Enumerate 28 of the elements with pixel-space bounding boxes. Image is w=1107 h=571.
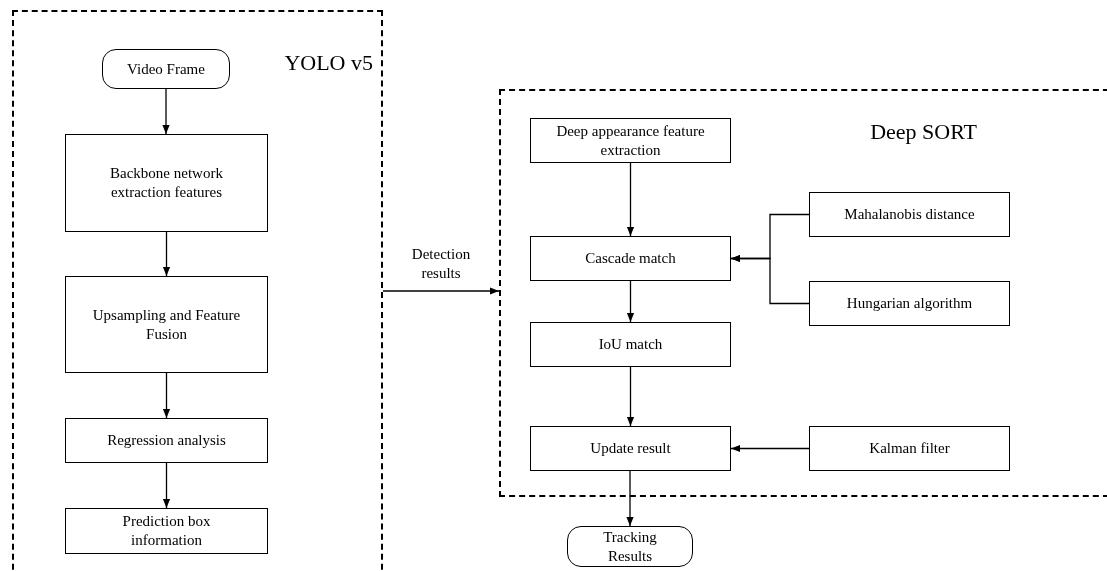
arrow <box>626 162 635 237</box>
process-box: Hungarian algorithm <box>809 281 1010 326</box>
process-box: Kalman filter <box>809 426 1010 471</box>
group-title: YOLO v5 <box>284 52 373 74</box>
group-title: Deep SORT <box>870 121 977 143</box>
arrow <box>730 254 810 305</box>
process-box: IoU match <box>530 322 731 367</box>
arrow <box>162 231 171 277</box>
terminal-box: Video Frame <box>102 49 230 89</box>
process-box: Backbone network extraction features <box>65 134 268 232</box>
process-box: Prediction box information <box>65 508 268 554</box>
process-box: Upsampling and Feature Fusion <box>65 276 268 373</box>
arrow <box>626 280 635 323</box>
arrow <box>162 462 171 509</box>
arrow <box>626 470 634 527</box>
process-box: Deep appearance feature extraction <box>530 118 731 163</box>
arrow <box>626 366 635 427</box>
arrow <box>162 372 171 419</box>
arrow <box>730 444 810 453</box>
process-box: Regression analysis <box>65 418 268 463</box>
process-box: Mahalanobis distance <box>809 192 1010 237</box>
arrow <box>382 287 500 295</box>
terminal-box: Tracking Results <box>567 526 693 567</box>
arrow <box>162 88 170 135</box>
dashed-group-frame <box>499 89 1107 497</box>
process-box: Update result <box>530 426 731 471</box>
dashed-group-frame <box>12 10 383 571</box>
process-box: Cascade match <box>530 236 731 281</box>
